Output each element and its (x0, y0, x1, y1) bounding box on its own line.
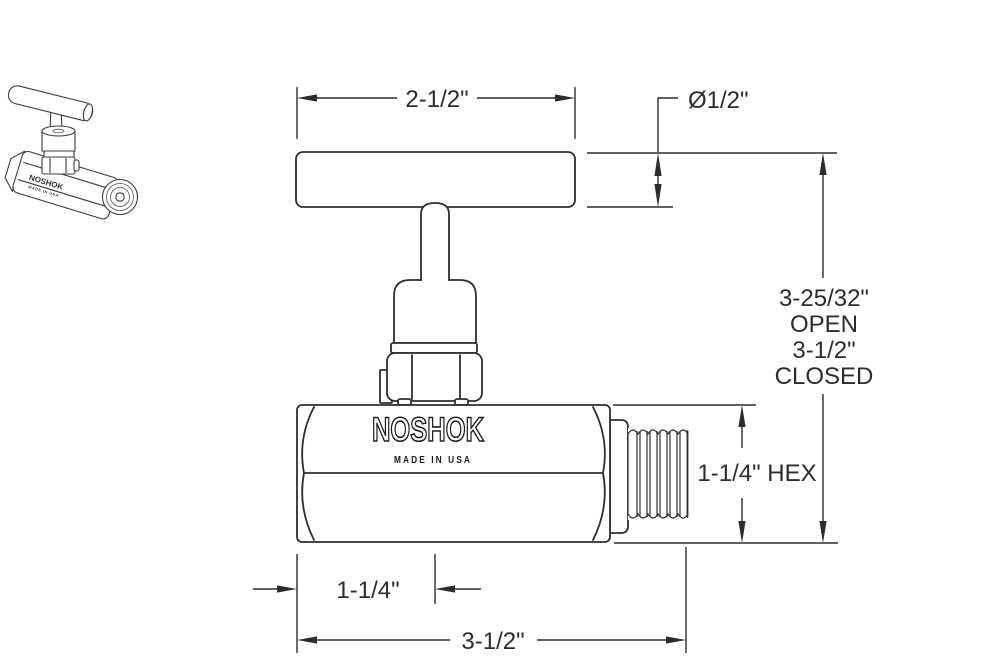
gland-lip (390, 342, 478, 354)
dim-overall-height: 3-25/32" OPEN 3-1/2" CLOSED (614, 153, 874, 544)
dimensions: 2-1/2" Ø1/2" 3-25/32" OPEN 3-1/2" CLOSED (253, 86, 873, 655)
dim-height-closed-value: 3-1/2" (792, 337, 855, 364)
outlet-shoulder (609, 419, 629, 534)
dim-overall-length: 3-1/2" (297, 547, 687, 655)
dim-inlet-to-stem-label: 1-1/4" (336, 577, 399, 604)
made-in-usa-text: MADE IN USA (394, 455, 472, 466)
front-view: NOSHOK MADE IN USA (295, 151, 689, 543)
handle (295, 151, 576, 208)
thumbnail-gland-ring (43, 150, 75, 158)
outlet-threads (627, 428, 689, 520)
body-left-hex-arc (301, 406, 315, 541)
stem (420, 202, 450, 281)
body-right-hex-arc (592, 406, 606, 541)
dim-overall-length-label: 3-1/2" (461, 628, 524, 655)
thumbnail-lock-pin (73, 159, 80, 172)
dim-height-closed-label: CLOSED (775, 363, 874, 390)
dim-hex-label: 1-1/4" HEX (697, 460, 816, 487)
thumbnail-threaded-end (101, 178, 139, 216)
dim-handle-width: 2-1/2" (296, 86, 576, 139)
dim-handle-width-label: 2-1/2" (405, 86, 468, 113)
dim-inlet-to-stem: 1-1/4" (253, 554, 481, 653)
thumbnail-handle (7, 85, 94, 122)
packing-nut (386, 352, 483, 402)
isometric-thumbnail: NOSHOK MADE IN USA (4, 85, 139, 220)
dim-handle-diameter-label: Ø1/2" (688, 87, 749, 114)
dim-height-open-value: 3-25/32" (779, 285, 869, 312)
bonnet-dome (393, 279, 477, 344)
thumbnail-body: NOSHOK MADE IN USA (4, 150, 119, 220)
dim-height-open-label: OPEN (790, 311, 858, 338)
dim-hex: 1-1/4" HEX (613, 404, 817, 543)
thumbnail-packing-nut (41, 156, 76, 175)
dim-handle-diameter: Ø1/2" (587, 87, 837, 208)
noshok-logo-text: NOSHOK (372, 411, 484, 449)
